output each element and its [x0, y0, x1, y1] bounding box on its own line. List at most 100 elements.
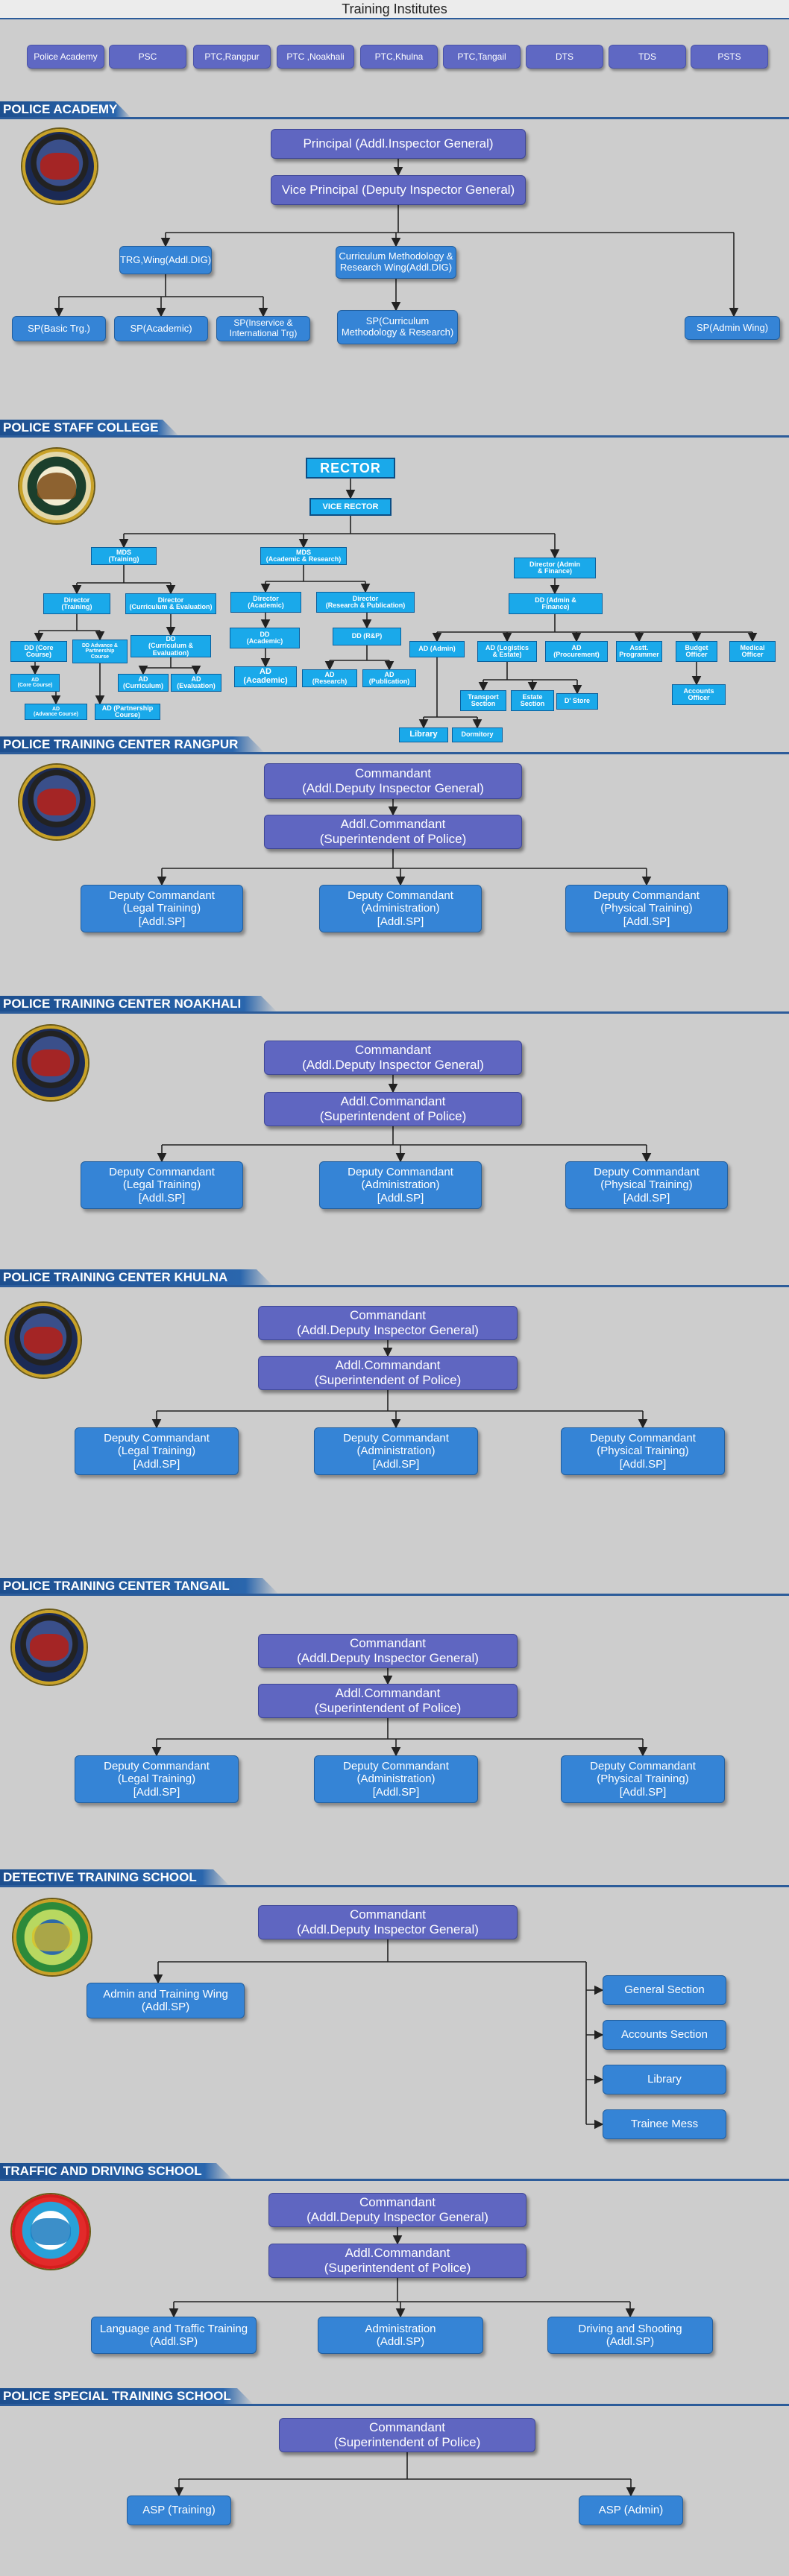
psc-transport-section: Transport Section [460, 690, 506, 711]
pa-vice-principal: Vice Principal (Deputy Inspector General… [271, 175, 526, 205]
ptc-khulna-emblem-icon [6, 1303, 81, 1377]
section-header-ptc-khulna: POLICE TRAINING CENTER KHULNA [0, 1269, 273, 1286]
tangail-commandant: Commandant (Addl.Deputy Inspector Genera… [258, 1634, 518, 1668]
psc-library: Library [399, 727, 448, 742]
ptc-tangail-emblem-icon [12, 1610, 87, 1685]
nav-police-academy[interactable]: Police Academy [27, 45, 104, 69]
pa-sp-basic: SP(Basic Trg.) [12, 316, 106, 341]
psc-rector: RECTOR [306, 458, 395, 479]
dts-accounts-section: Accounts Section [603, 2020, 726, 2050]
dts-commandant: Commandant (Addl.Deputy Inspector Genera… [258, 1905, 518, 1939]
khulna-dc-legal: Deputy Commandant (Legal Training) [Addl… [75, 1427, 239, 1475]
psc-director-research: Director (Research & Publication) [316, 592, 415, 613]
pa-sp-curriculum: SP(Curriculum Methodology & Research) [337, 310, 458, 344]
dts-admin-training-wing: Admin and Training Wing (Addl.SP) [87, 1983, 245, 2018]
psc-director-academic: Director (Academic) [230, 592, 301, 613]
psc-director-curriculum: Director (Curriculum & Evaluation) [125, 593, 216, 614]
psc-accounts-officer: Accounts Officer [672, 684, 726, 705]
psc-medical-officer: Medical Officer [729, 641, 776, 662]
nav-psts[interactable]: PSTS [691, 45, 768, 69]
psc-mds-training: MDS (Training) [91, 547, 157, 565]
police-staff-college-emblem-icon [19, 449, 94, 523]
psc-ad-curriculum: AD (Curriculum) [118, 674, 169, 692]
tds-commandant: Commandant (Addl.Deputy Inspector Genera… [268, 2193, 526, 2227]
psc-dormitory: Dormitory [452, 727, 503, 742]
noakhali-commandant: Commandant (Addl.Deputy Inspector Genera… [264, 1041, 522, 1075]
psc-budget-officer: Budget Officer [676, 641, 717, 662]
psc-ad-advance: AD (Advance Course) [25, 704, 87, 720]
nav-psc[interactable]: PSC [109, 45, 186, 69]
pa-sp-admin: SP(Admin Wing) [685, 316, 780, 340]
psc-ad-evaluation: AD (Evaluation) [171, 674, 221, 692]
tds-administration: Administration (Addl.SP) [318, 2317, 483, 2354]
section-header-tds: TRAFFIC AND DRIVING SCHOOL [0, 2163, 233, 2179]
pa-curriculum-wing: Curriculum Methodology & Research Wing(A… [336, 246, 456, 279]
section-header-ptc-tangail: POLICE TRAINING CENTER TANGAIL [0, 1578, 279, 1594]
noakhali-dc-physical: Deputy Commandant (Physical Training) [A… [565, 1161, 728, 1209]
psc-ad-admin: AD (Admin) [409, 641, 465, 657]
noakhali-dc-legal: Deputy Commandant (Legal Training) [Addl… [81, 1161, 243, 1209]
tangail-dc-physical: Deputy Commandant (Physical Training) [A… [561, 1755, 725, 1803]
section-header-psc: POLICE STAFF COLLEGE [0, 420, 179, 436]
tds-language-traffic: Language and Traffic Training (Addl.SP) [91, 2317, 257, 2354]
dts-general-section: General Section [603, 1975, 726, 2005]
noakhali-addl-commandant: Addl.Commandant (Superintendent of Polic… [264, 1092, 522, 1126]
nav-ptc-tangail[interactable]: PTC,Tangail [443, 45, 521, 69]
psc-vice-rector: VICE RECTOR [309, 498, 392, 516]
tds-driving-shooting: Driving and Shooting (Addl.SP) [547, 2317, 713, 2354]
nav-tds[interactable]: TDS [609, 45, 686, 69]
psc-ad-academic: AD (Academic) [234, 666, 297, 687]
nav-ptc-khulna[interactable]: PTC,Khulna [360, 45, 438, 69]
psc-dd-academic: DD (Academic) [230, 628, 300, 648]
psc-director-admin: Director (Admin & Finance) [514, 558, 596, 578]
section-header-dts: DETECTIVE TRAINING SCHOOL [0, 1869, 230, 1886]
rangpur-dc-legal: Deputy Commandant (Legal Training) [Addl… [81, 885, 243, 932]
title-bar [0, 0, 789, 19]
dts-emblem-icon [13, 1899, 91, 1975]
khulna-addl-commandant: Addl.Commandant (Superintendent of Polic… [258, 1356, 518, 1390]
khulna-commandant: Commandant (Addl.Deputy Inspector Genera… [258, 1306, 518, 1340]
tds-addl-commandant: Addl.Commandant (Superintendent of Polic… [268, 2244, 526, 2278]
section-header-police-academy: POLICE ACADEMY [0, 101, 131, 118]
section-header-ptc-rangpur: POLICE TRAINING CENTER RANGPUR [0, 736, 265, 753]
ptc-noakhali-emblem-icon [13, 1026, 88, 1100]
psc-asstt-programmer: Asstt. Programmer [616, 641, 662, 662]
pa-sp-academic: SP(Academic) [114, 316, 208, 341]
psts-asp-training: ASP (Training) [127, 2496, 231, 2525]
section-header-psts: POLICE SPECIAL TRAINING SCHOOL [0, 2388, 254, 2405]
dts-library: Library [603, 2065, 726, 2094]
nav-ptc-rangpur[interactable]: PTC,Rangpur [193, 45, 271, 69]
nav-dts[interactable]: DTS [526, 45, 603, 69]
rangpur-dc-admin: Deputy Commandant (Administration) [Addl… [319, 885, 482, 932]
page-title: Training Institutes [342, 1, 447, 16]
pa-principal: Principal (Addl.Inspector General) [271, 129, 526, 159]
police-academy-emblem-icon [22, 129, 97, 203]
noakhali-dc-admin: Deputy Commandant (Administration) [Addl… [319, 1161, 482, 1209]
psc-ad-research: AD (Research) [302, 669, 357, 687]
pa-sp-inservice: SP(Inservice & International Trg) [216, 316, 310, 341]
psc-ad-publication: AD (Publication) [362, 669, 416, 687]
psc-ad-partnership: AD (Partnership Course) [95, 704, 160, 720]
psc-dd-rp: DD (R&P) [333, 628, 401, 645]
tangail-dc-legal: Deputy Commandant (Legal Training) [Addl… [75, 1755, 239, 1803]
psc-dd-admin: DD (Admin & Finance) [509, 593, 603, 614]
rangpur-dc-physical: Deputy Commandant (Physical Training) [A… [565, 885, 728, 932]
khulna-dc-physical: Deputy Commandant (Physical Training) [A… [561, 1427, 725, 1475]
khulna-dc-admin: Deputy Commandant (Administration) [Addl… [314, 1427, 478, 1475]
psts-commandant: Commandant (Superintendent of Police) [279, 2418, 535, 2452]
psc-ad-core: AD (Core Course) [10, 674, 60, 692]
psc-director-training: Director (Training) [43, 593, 110, 614]
psts-asp-admin: ASP (Admin) [579, 2496, 683, 2525]
psc-estate-section: Estate Section [511, 690, 554, 711]
psc-dd-core: DD (Core Course) [10, 641, 67, 662]
psc-dd-curriculum: DD (Curriculum & Evaluation) [131, 635, 211, 657]
psc-ad-logistics: AD (Logistics & Estate) [477, 641, 537, 662]
nav-ptc-noakhali[interactable]: PTC ,Noakhali [277, 45, 354, 69]
rangpur-commandant: Commandant (Addl.Deputy Inspector Genera… [264, 763, 522, 799]
tds-emblem-icon [12, 2194, 89, 2269]
tangail-addl-commandant: Addl.Commandant (Superintendent of Polic… [258, 1684, 518, 1718]
rangpur-addl-commandant: Addl.Commandant (Superintendent of Polic… [264, 815, 522, 849]
pa-trg-wing: TRG,Wing(Addl.DIG) [119, 246, 212, 274]
psc-mds-academic: MDS (Academic & Research) [260, 547, 347, 565]
